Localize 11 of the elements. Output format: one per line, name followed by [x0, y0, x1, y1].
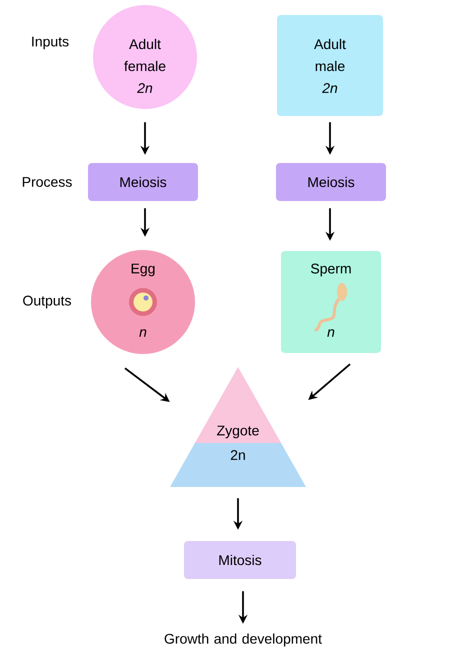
row-label: Outputs — [23, 296, 71, 308]
process-box: Meiosis — [88, 163, 198, 201]
sperm-box: Sperm n — [281, 251, 381, 353]
zygote-triangle: Zygote 2n — [170, 367, 306, 487]
node-label: 2n — [230, 450, 245, 460]
process-box: Meiosis — [276, 163, 386, 201]
result-text: Growth and development — [164, 633, 322, 646]
row-label: Process — [22, 177, 72, 187]
row-label: Inputs — [32, 36, 69, 50]
process-box: Mitosis — [184, 541, 296, 579]
parent-box: Adult male 2n — [277, 15, 383, 116]
